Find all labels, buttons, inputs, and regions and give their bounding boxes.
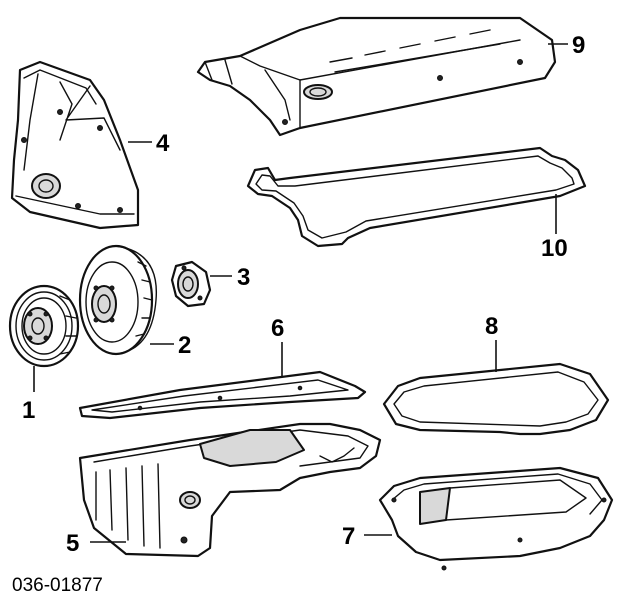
callout-7: 7 bbox=[342, 523, 355, 550]
callout-5: 5 bbox=[66, 530, 79, 557]
callout-1: 1 bbox=[22, 397, 35, 424]
timing-cover bbox=[10, 60, 140, 230]
callout-4: 4 bbox=[156, 130, 170, 157]
reference-code: 036-01877 bbox=[12, 575, 103, 596]
callout-9: 9 bbox=[572, 32, 585, 59]
leader-lines bbox=[33, 43, 568, 543]
lower-oil-pan bbox=[378, 466, 614, 571]
lower-pan-gasket bbox=[382, 362, 610, 436]
crankshaft-seal bbox=[170, 260, 212, 308]
valve-cover bbox=[196, 16, 557, 137]
upper-oil-pan bbox=[78, 422, 382, 558]
callout-8: 8 bbox=[485, 313, 498, 340]
callout-3: 3 bbox=[237, 264, 250, 291]
callout-2: 2 bbox=[178, 332, 191, 359]
callout-labels: 1 2 3 4 5 6 7 8 9 10 bbox=[22, 32, 585, 557]
oil-pan-gasket bbox=[78, 370, 367, 420]
vibration-damper bbox=[78, 244, 158, 356]
valve-cover-gasket bbox=[246, 146, 587, 248]
callout-6: 6 bbox=[271, 315, 284, 342]
crankshaft-pulley bbox=[8, 284, 80, 368]
callout-10: 10 bbox=[541, 235, 568, 262]
